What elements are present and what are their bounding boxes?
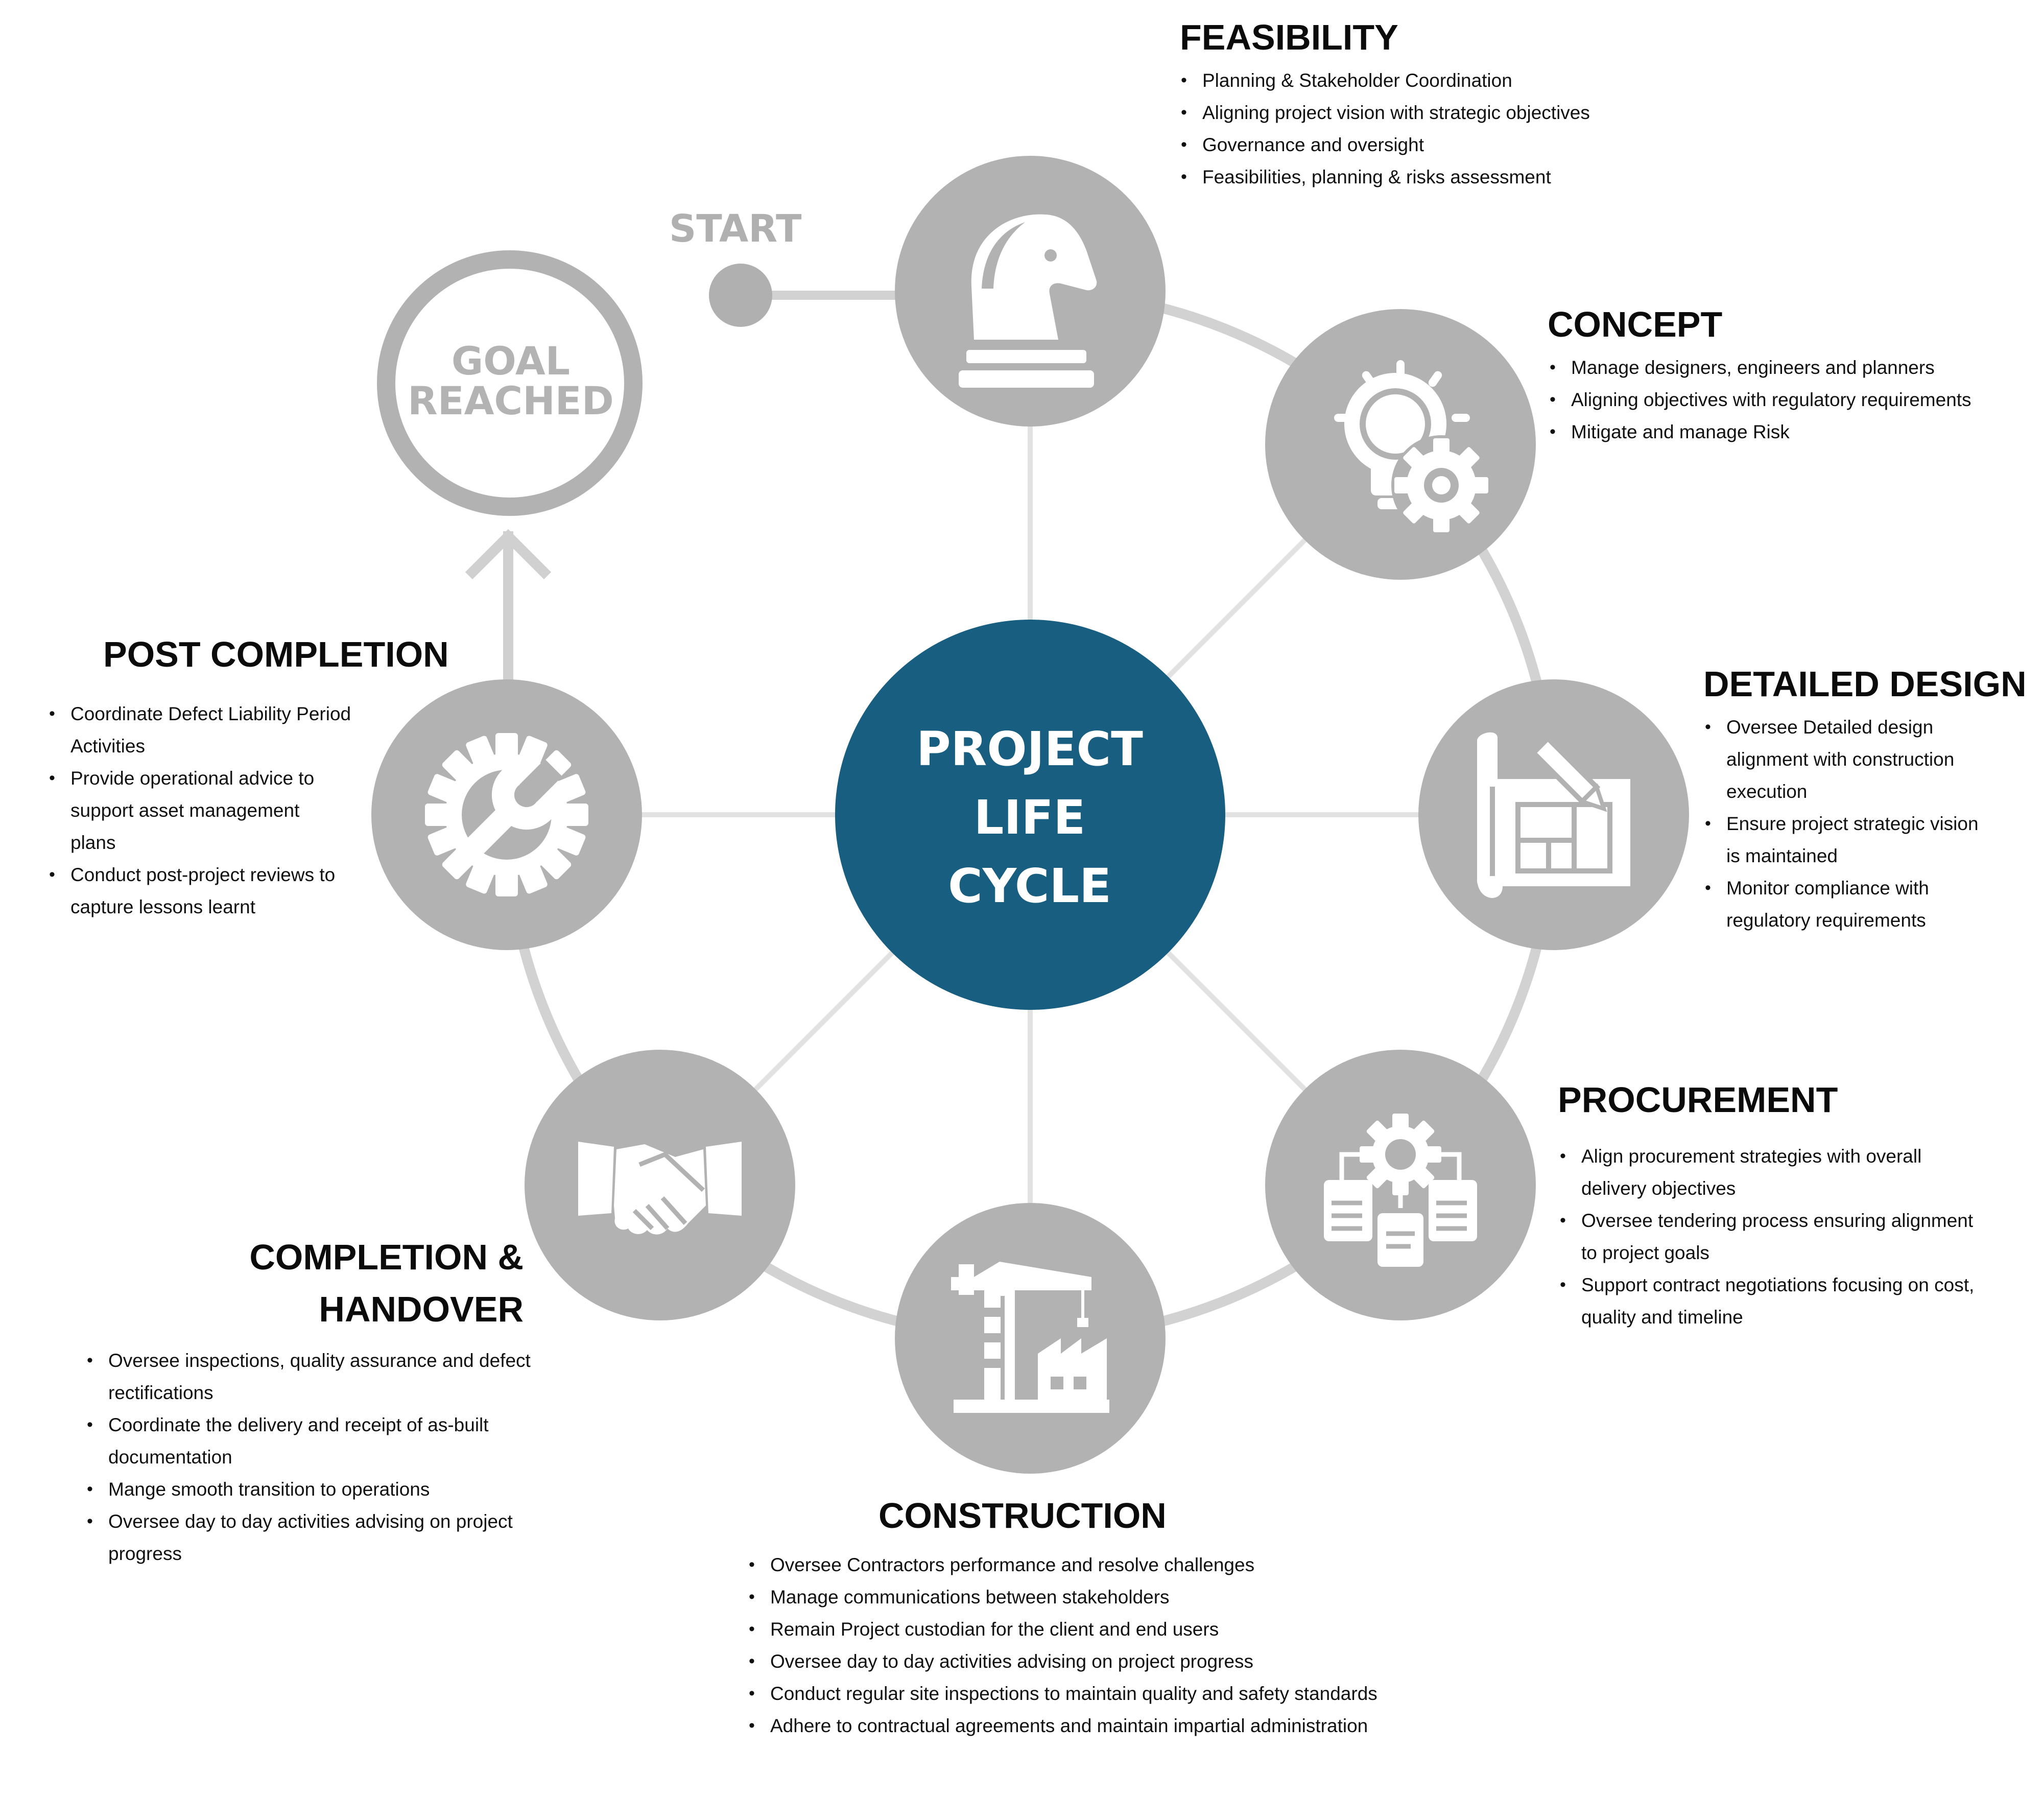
detailed-design-bullet: Monitor compliance with regulatory requi… xyxy=(1705,872,2037,936)
construction-bullet: Remain Project custodian for the client … xyxy=(749,1613,1515,1645)
completion-bullets: Oversee inspections, quality assurance a… xyxy=(87,1344,587,1570)
detailed-design-bullet: Ensure project strategic vision is maint… xyxy=(1705,808,2037,872)
gear-wrench-icon xyxy=(425,733,588,896)
goal-arrow xyxy=(465,529,552,690)
handshake-icon xyxy=(578,1142,742,1235)
feasibility-bullet: Aligning project vision with strategic o… xyxy=(1181,97,1896,129)
chess-knight-icon xyxy=(959,214,1097,388)
center-line-2: LIFE xyxy=(973,790,1086,845)
center-line-1: PROJECT xyxy=(916,722,1143,776)
feasibility-title: FEASIBILITY xyxy=(1180,17,1398,57)
completion-bullet: Coordinate the delivery and receipt of a… xyxy=(87,1409,587,1473)
construction-bullets: Oversee Contractors performance and reso… xyxy=(749,1549,1515,1742)
procurement-title: PROCUREMENT xyxy=(1558,1080,1838,1120)
post-completion-bullet: Provide operational advice to support as… xyxy=(49,762,417,859)
procurement-bullet: Oversee tendering process ensuring align… xyxy=(1560,1204,2040,1269)
concept-bullet: Aligning objectives with regulatory requ… xyxy=(1550,384,2035,416)
concept-bullet: Manage designers, engineers and planners xyxy=(1550,351,2035,384)
construction-bullet: Adhere to contractual agreements and mai… xyxy=(749,1710,1515,1742)
start-dot xyxy=(709,264,772,327)
completion-handover-title: COMPLETION & HANDOVER xyxy=(249,1237,524,1329)
concept-bullets: Manage designers, engineers and planners… xyxy=(1550,351,2035,448)
center-label: PROJECT LIFE CYCLE xyxy=(836,715,1224,920)
feasibility-bullet: Planning & Stakeholder Coordination xyxy=(1181,64,1896,97)
goal-line-1: GOAL xyxy=(451,338,571,384)
start-label: START xyxy=(669,207,802,251)
construction-bullet: Manage communications between stakeholde… xyxy=(749,1581,1515,1613)
goal-reached-ring xyxy=(377,250,643,516)
construction-title: CONSTRUCTION xyxy=(878,1496,1167,1535)
lightbulb-gear-icon xyxy=(1334,360,1491,535)
completion-bullet: Oversee day to day activities advising o… xyxy=(87,1505,587,1570)
node-construction xyxy=(895,1203,1166,1474)
detailed-design-title: DETAILED DESIGN xyxy=(1703,664,2027,704)
goal-reached-label: GOAL REACHED xyxy=(398,341,623,421)
procurement-bullet: Support contract negotiations focusing o… xyxy=(1560,1269,2040,1333)
completion-bullet: Oversee inspections, quality assurance a… xyxy=(87,1344,587,1409)
goal-line-2: REACHED xyxy=(408,378,614,423)
feasibility-bullet: Feasibilities, planning & risks assessme… xyxy=(1181,161,1896,193)
crane-factory-icon xyxy=(951,1262,1109,1413)
detailed-design-bullets: Oversee Detailed design alignment with c… xyxy=(1705,711,2037,936)
feasibility-bullets: Planning & Stakeholder Coordination Alig… xyxy=(1181,64,1896,193)
detailed-design-bullet: Oversee Detailed design alignment with c… xyxy=(1705,711,2037,808)
center-circle xyxy=(835,620,1225,1010)
construction-bullet: Oversee Contractors performance and reso… xyxy=(749,1549,1515,1581)
post-completion-bullets: Coordinate Defect Liability Period Activ… xyxy=(49,698,417,923)
post-completion-bullet: Conduct post-project reviews to capture … xyxy=(49,859,417,923)
construction-bullet: Oversee day to day activities advising o… xyxy=(749,1645,1515,1677)
concept-title: CONCEPT xyxy=(1548,304,1723,344)
center-line-3: CYCLE xyxy=(948,859,1111,913)
post-completion-title: POST COMPLETION xyxy=(103,634,449,674)
completion-bullet: Mange smooth transition to operations xyxy=(87,1473,587,1505)
procurement-bullets: Align procurement strategies with overal… xyxy=(1560,1140,2040,1333)
construction-bullet: Conduct regular site inspections to main… xyxy=(749,1677,1515,1710)
procurement-bullet: Align procurement strategies with overal… xyxy=(1560,1140,2040,1204)
post-completion-bullet: Coordinate Defect Liability Period Activ… xyxy=(49,698,417,762)
gear-documents-icon xyxy=(1324,1114,1477,1267)
blueprint-pencil-icon xyxy=(1477,729,1630,898)
concept-bullet: Mitigate and manage Risk xyxy=(1550,416,2035,448)
feasibility-bullet: Governance and oversight xyxy=(1181,129,1896,161)
